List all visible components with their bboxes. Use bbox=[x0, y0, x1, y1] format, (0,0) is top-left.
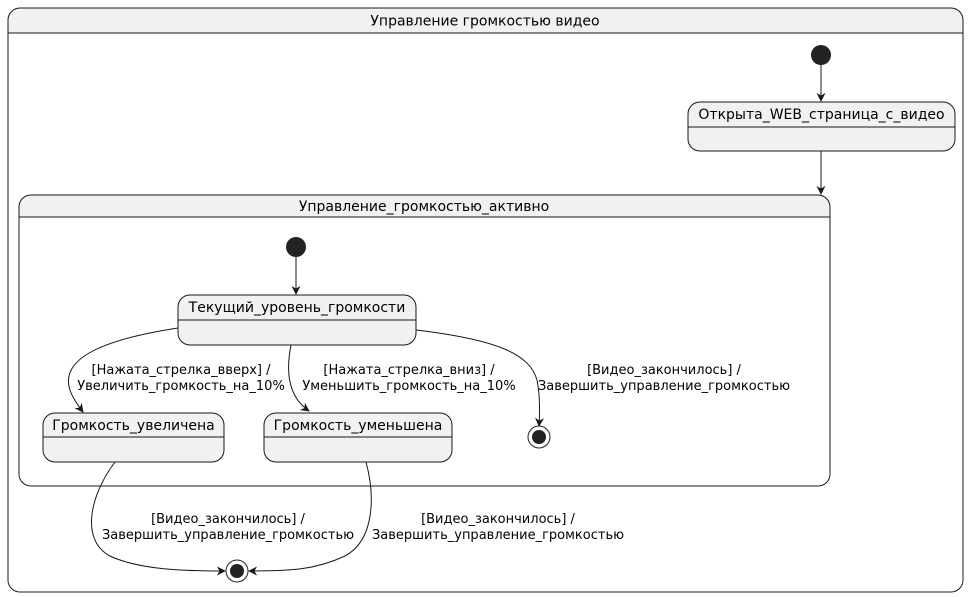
inner-state-title: Управление_громкостью_активно bbox=[299, 199, 549, 215]
label-end-inner-action: Завершить_управление_громкостью bbox=[538, 379, 790, 394]
inner-composite-state: Управление_громкостью_активно bbox=[18, 194, 831, 487]
inner-initial-node bbox=[286, 237, 306, 257]
state-opened-web-page: Открыта_WEB_страница_с_видео bbox=[687, 101, 956, 152]
outer-state-title: Управление громкостью видео bbox=[370, 14, 599, 30]
label-end-inner-guard: [Видео_закончилось] / bbox=[587, 363, 741, 378]
state-current-label: Текущий_уровень_громкости bbox=[188, 300, 406, 316]
state-volume-decreased: Громкость_уменьшена bbox=[263, 412, 453, 463]
arrow-current-to-decreased bbox=[288, 344, 310, 412]
inner-final-node bbox=[527, 425, 551, 449]
label-end-inc-action: Завершить_управление_громкостью bbox=[102, 528, 354, 543]
arrow-current-to-increased bbox=[67, 327, 179, 413]
label-end-dec-guard: [Видео_закончилось] / bbox=[421, 512, 575, 527]
outer-final-node bbox=[225, 559, 249, 583]
state-increased-label: Громкость_увеличена bbox=[52, 418, 215, 434]
state-volume-increased: Громкость_увеличена bbox=[42, 412, 225, 463]
label-up-guard: [Нажата_стрелка_вверх] / bbox=[92, 363, 272, 378]
label-down-action: Уменьшить_громкость_на_10% bbox=[302, 379, 515, 394]
label-end-dec-action: Завершить_управление_громкостью bbox=[372, 528, 624, 543]
arrow-current-to-inner-final bbox=[415, 329, 544, 427]
state-decreased-label: Громкость_уменьшена bbox=[274, 418, 443, 434]
arrow-decreased-to-final bbox=[248, 461, 372, 576]
arrow-increased-to-final bbox=[91, 461, 226, 576]
label-up-action: Увеличить_громкость_на_10% bbox=[77, 379, 285, 394]
label-down-guard: [Нажата_стрелка_вниз] / bbox=[323, 363, 495, 378]
label-end-inc-guard: [Видео_закончилось] / bbox=[151, 512, 305, 527]
outer-initial-node bbox=[811, 45, 831, 65]
state-current-volume: Текущий_уровень_громкости bbox=[177, 294, 417, 346]
state-opened-label: Открыта_WEB_страница_с_видео bbox=[698, 107, 944, 123]
